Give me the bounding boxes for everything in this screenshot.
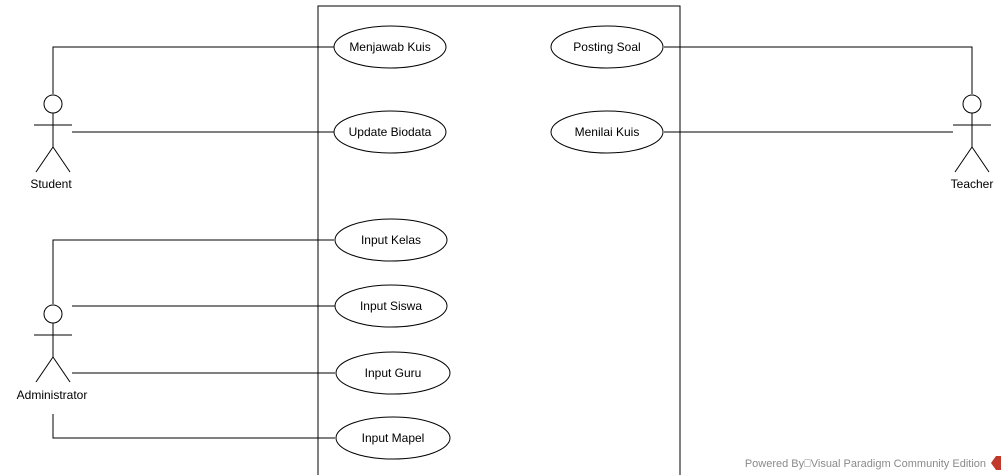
use-case-menjawab-kuis: Menjawab Kuis	[333, 25, 447, 69]
actor-administrator	[34, 304, 72, 383]
association-admin-input-kelas	[52, 239, 334, 304]
use-case-update-biodata-label: Update Biodata	[349, 125, 432, 139]
association-student-menjawab-kuis	[52, 46, 334, 94]
use-case-input-siswa-label: Input Siswa	[360, 299, 422, 313]
association-admin-input-mapel	[52, 414, 335, 439]
use-case-input-siswa: Input Siswa	[334, 284, 448, 328]
use-case-posting-soal-label: Posting Soal	[573, 40, 640, 54]
actor-student	[34, 94, 72, 173]
use-case-menjawab-kuis-label: Menjawab Kuis	[349, 40, 430, 54]
watermark-text: Powered By⎕Visual Paradigm Community Edi…	[745, 458, 986, 470]
use-case-update-biodata: Update Biodata	[333, 110, 447, 154]
association-teacher-posting-soal	[664, 46, 973, 94]
actor-teacher-label: Teacher	[951, 177, 994, 191]
teacher-head	[962, 94, 982, 114]
use-case-menilai-kuis-label: Menilai Kuis	[575, 125, 640, 139]
administrator-head	[43, 304, 63, 324]
use-case-input-guru: Input Guru	[335, 351, 451, 395]
use-case-menilai-kuis: Menilai Kuis	[550, 110, 664, 154]
use-case-posting-soal: Posting Soal	[550, 25, 664, 69]
actor-teacher	[953, 94, 991, 173]
watermark-background	[690, 452, 1001, 475]
use-case-input-mapel-label: Input Mapel	[362, 431, 425, 445]
use-case-input-kelas-label: Input Kelas	[361, 233, 421, 247]
use-case-input-kelas: Input Kelas	[334, 218, 448, 262]
actor-student-label: Student	[30, 177, 72, 191]
use-case-input-mapel: Input Mapel	[335, 416, 451, 460]
use-case-input-guru-label: Input Guru	[365, 366, 422, 380]
visual-paradigm-logo-icon	[991, 456, 1001, 470]
student-head	[43, 94, 63, 114]
actor-administrator-label: Administrator	[17, 388, 88, 402]
system-boundary	[317, 5, 681, 475]
